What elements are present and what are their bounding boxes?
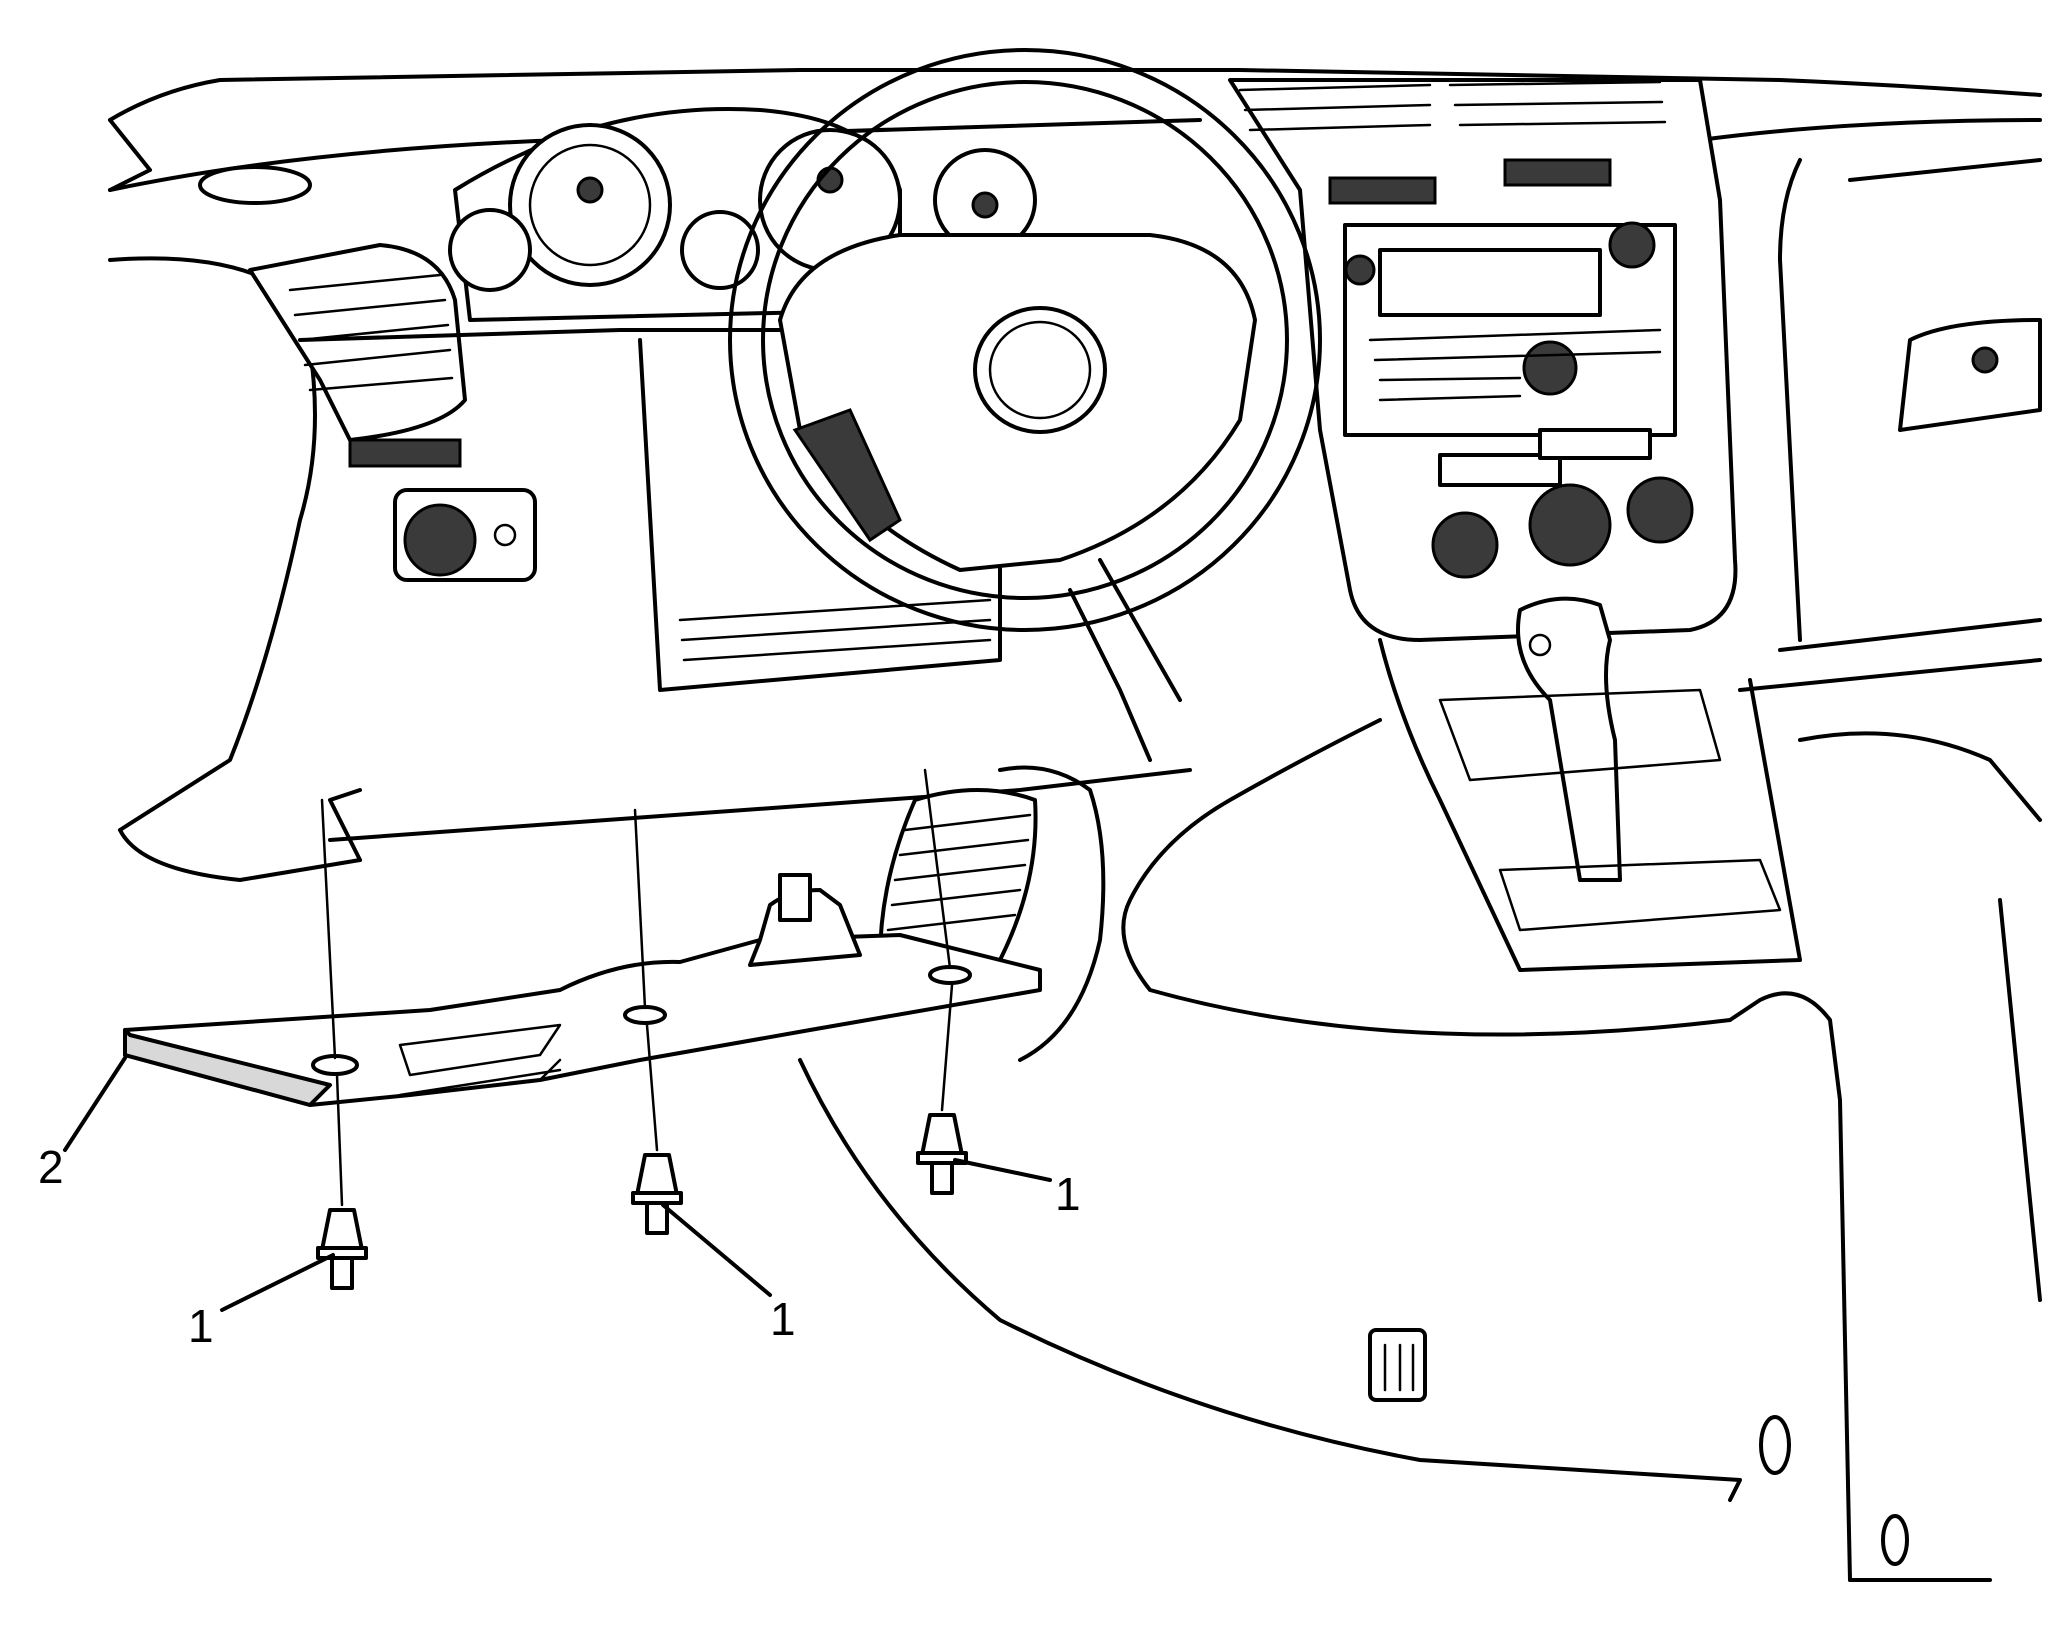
installation-guide-lines	[320, 768, 954, 1207]
retainer-left	[316, 1208, 368, 1290]
callout-1-left: 1	[188, 1300, 214, 1352]
callout-1-right: 1	[1055, 1168, 1081, 1220]
knee-bolster-bracket-icon	[123, 873, 1042, 1107]
bolt-hole-icon	[1759, 1415, 1791, 1475]
floor-vent-icon	[878, 788, 1038, 962]
service-slot-icon	[1368, 1328, 1427, 1402]
retainer-center	[631, 1153, 683, 1235]
callout-1-center: 1	[770, 1293, 796, 1345]
center-stack-icon	[1228, 78, 1738, 642]
instrument-panel	[108, 68, 2042, 1582]
round-vent-icon	[198, 165, 312, 205]
glovebox-latch-icon	[1898, 318, 2042, 432]
bolt-hole-icon	[1881, 1514, 1909, 1566]
headlamp-switch-icon	[393, 488, 537, 582]
leader-lines	[63, 1056, 1052, 1312]
steering-wheel-icon	[728, 48, 1322, 762]
gear-shifter-icon	[1516, 596, 1622, 882]
instrument-cluster-icon	[448, 107, 1037, 322]
retainer-right	[916, 1113, 968, 1195]
callout-2: 2	[38, 1141, 64, 1193]
left-air-vent-icon	[248, 243, 467, 468]
